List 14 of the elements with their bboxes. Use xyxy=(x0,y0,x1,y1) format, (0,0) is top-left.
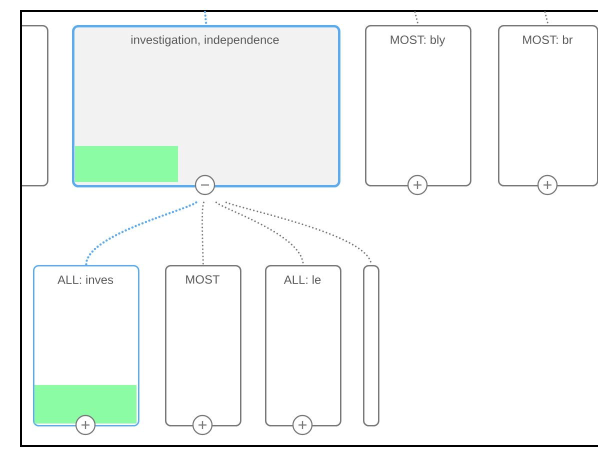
empty-card xyxy=(21,25,48,186)
connector xyxy=(85,201,198,266)
card: MOST: br xyxy=(498,25,598,186)
empty-card xyxy=(363,265,380,426)
connector xyxy=(414,11,419,26)
connector xyxy=(201,202,204,266)
card: ALL: inves xyxy=(33,265,140,426)
card: ALL: le xyxy=(265,265,342,426)
connector xyxy=(215,202,304,266)
connector xyxy=(544,11,549,26)
connector xyxy=(204,10,208,26)
card: MOST: bly xyxy=(365,25,472,186)
card: investigation, independence xyxy=(72,25,340,188)
card: MOST xyxy=(165,265,242,426)
